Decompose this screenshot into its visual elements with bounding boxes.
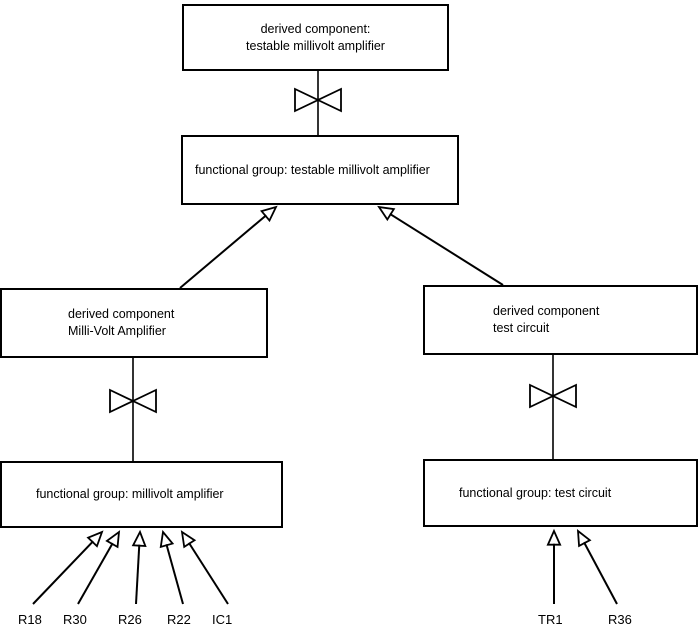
node-derived-component-milli-volt-amplifier-label: derived component Milli-Volt Amplifier <box>68 307 175 338</box>
realization-link-millivolt-amplifier-bowtie-left-triangle-icon <box>109 388 136 414</box>
arrow-millivolt-amplifier-to-testable-group-open-arrowhead-icon <box>260 205 278 223</box>
arrow-millivolt-amplifier-to-testable-group <box>179 205 278 289</box>
node-derived-component-test-circuit[interactable]: derived component test circuit <box>423 285 698 355</box>
arrow-r30-to-millivolt-amplifier-group-open-arrowhead-icon <box>105 530 121 549</box>
node-derived-component-testable-millivolt-amplifier[interactable]: derived component: testable millivolt am… <box>182 4 449 71</box>
arrow-tr1-to-test-circuit-group <box>546 528 562 604</box>
arrow-r26-to-millivolt-amplifier-group-open-arrowhead-icon <box>131 529 147 547</box>
arrow-tr1-to-test-circuit-group-open-arrowhead-icon <box>546 528 562 546</box>
arrow-ic1-to-millivolt-amplifier-group <box>180 530 229 605</box>
realization-link-testable-millivolt-amplifier-bowtie-right-triangle-icon <box>315 87 342 113</box>
arrow-r36-to-test-circuit-group-open-arrowhead-icon <box>576 529 592 548</box>
node-functional-group-millivolt-amplifier[interactable]: functional group: millivolt amplifier <box>0 461 283 528</box>
arrow-r22-to-millivolt-amplifier-group-shaft <box>165 544 184 605</box>
arrow-r30-to-millivolt-amplifier-group <box>77 530 121 605</box>
arrow-ic1-to-millivolt-amplifier-group-open-arrowhead-icon <box>180 530 197 549</box>
terminal-label-r36: R36 <box>608 612 632 627</box>
realization-link-test-circuit-bowtie-right-triangle-icon <box>550 383 577 409</box>
node-functional-group-millivolt-amplifier-label: functional group: millivolt amplifier <box>36 487 224 501</box>
node-derived-component-test-circuit-label: derived component test circuit <box>493 304 600 335</box>
arrow-r22-to-millivolt-amplifier-group <box>159 529 184 605</box>
realization-link-test-circuit-bowtie-left-triangle-icon <box>529 383 556 409</box>
node-functional-group-testable-millivolt-amplifier[interactable]: functional group: testable millivolt amp… <box>181 135 459 205</box>
arrow-r26-to-millivolt-amplifier-group <box>131 529 147 605</box>
arrow-ic1-to-millivolt-amplifier-group-shaft <box>188 542 229 605</box>
realization-link-testable-millivolt-amplifier-bowtie-left-triangle-icon <box>294 87 321 113</box>
terminal-label-r26: R26 <box>118 612 142 627</box>
node-derived-component-testable-millivolt-amplifier-label: derived component: testable millivolt am… <box>246 21 385 53</box>
arrow-r26-to-millivolt-amplifier-group-shaft <box>135 544 141 605</box>
arrow-r22-to-millivolt-amplifier-group-open-arrowhead-icon <box>159 529 175 549</box>
arrow-r18-to-millivolt-amplifier-group-shaft <box>32 540 94 605</box>
arrow-r18-to-millivolt-amplifier-group <box>32 530 104 605</box>
terminal-label-r30: R30 <box>63 612 87 627</box>
node-functional-group-testable-millivolt-amplifier-label: functional group: testable millivolt amp… <box>195 162 430 177</box>
realization-link-millivolt-amplifier <box>109 358 157 461</box>
arrow-test-circuit-to-testable-group-open-arrowhead-icon <box>377 205 396 222</box>
realization-link-test-circuit <box>529 355 577 459</box>
node-derived-component-milli-volt-amplifier[interactable]: derived component Milli-Volt Amplifier <box>0 288 268 358</box>
arrow-test-circuit-to-testable-group-shaft <box>389 212 504 286</box>
node-functional-group-test-circuit-label: functional group: test circuit <box>459 485 612 500</box>
arrow-test-circuit-to-testable-group <box>377 205 504 286</box>
terminal-label-ic1: IC1 <box>212 612 233 627</box>
terminal-label-r22: R22 <box>167 612 191 627</box>
arrow-r18-to-millivolt-amplifier-group-open-arrowhead-icon <box>86 530 104 548</box>
realization-link-millivolt-amplifier-bowtie-right-triangle-icon <box>130 388 157 414</box>
arrow-r36-to-test-circuit-group <box>576 529 618 605</box>
realization-link-testable-millivolt-amplifier <box>294 71 342 135</box>
arrow-r36-to-test-circuit-group-shaft <box>583 541 618 605</box>
arrow-r30-to-millivolt-amplifier-group-shaft <box>77 542 114 605</box>
terminal-label-tr1: TR1 <box>538 612 563 627</box>
arrow-millivolt-amplifier-to-testable-group-shaft <box>179 214 267 289</box>
terminal-label-r18: R18 <box>18 612 42 627</box>
node-functional-group-test-circuit[interactable]: functional group: test circuit <box>423 459 698 527</box>
